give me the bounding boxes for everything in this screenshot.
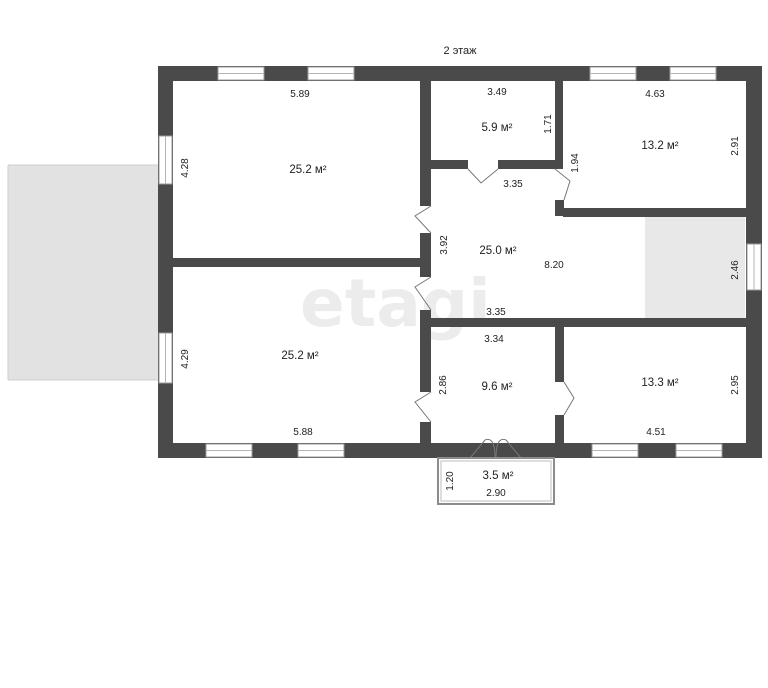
dim-top-right-height: 2.91 — [730, 136, 741, 156]
dim-hall-width-bottom: 3.35 — [486, 307, 506, 318]
dim-small-top-width: 3.49 — [487, 87, 507, 98]
terrace — [8, 165, 160, 380]
room-area-bottom-left: 25.2 м² — [281, 350, 318, 362]
room-area-small-top: 5.9 м² — [482, 122, 513, 134]
dim-top-left-height: 4.28 — [180, 158, 191, 178]
floor-title: 2 этаж — [444, 45, 478, 57]
dim-right-alcove: 2.46 — [730, 260, 741, 280]
right-alcove — [645, 215, 745, 318]
dim-balcony-height: 1.20 — [445, 471, 456, 491]
dim-middle-bottom-height: 2.86 — [438, 375, 449, 395]
room-area-top-left: 25.2 м² — [289, 164, 326, 176]
doors — [414, 168, 575, 459]
window-panes — [165, 73, 755, 451]
balcony — [437, 457, 555, 505]
dim-hall-height: 3.92 — [439, 235, 450, 255]
room-area-hall: 25.0 м² — [479, 245, 516, 257]
room-area-top-right: 13.2 м² — [641, 140, 678, 152]
dim-bottom-right-height: 2.95 — [730, 375, 741, 395]
dim-middle-bottom-width: 3.34 — [484, 334, 504, 345]
dim-bottom-left-width: 5.88 — [293, 427, 313, 438]
dim-hall-length: 8.20 — [544, 260, 564, 271]
room-area-middle-bottom: 9.6 м² — [482, 381, 513, 393]
dim-top-left-width: 5.89 — [290, 89, 310, 100]
dim-hall-width-top: 3.35 — [503, 179, 523, 190]
watermark: etagi — [300, 265, 491, 342]
dim-small-top-height: 1.71 — [543, 114, 554, 134]
dim-bottom-left-height: 4.29 — [180, 349, 191, 369]
dim-hall-niche: 1.94 — [570, 153, 581, 173]
dim-bottom-right-width: 4.51 — [646, 427, 666, 438]
room-area-bottom-right: 13.3 м² — [641, 377, 678, 389]
dim-top-right-width: 4.63 — [645, 89, 665, 100]
dim-balcony-width: 2.90 — [486, 488, 506, 499]
room-area-balcony: 3.5 м² — [483, 470, 514, 482]
